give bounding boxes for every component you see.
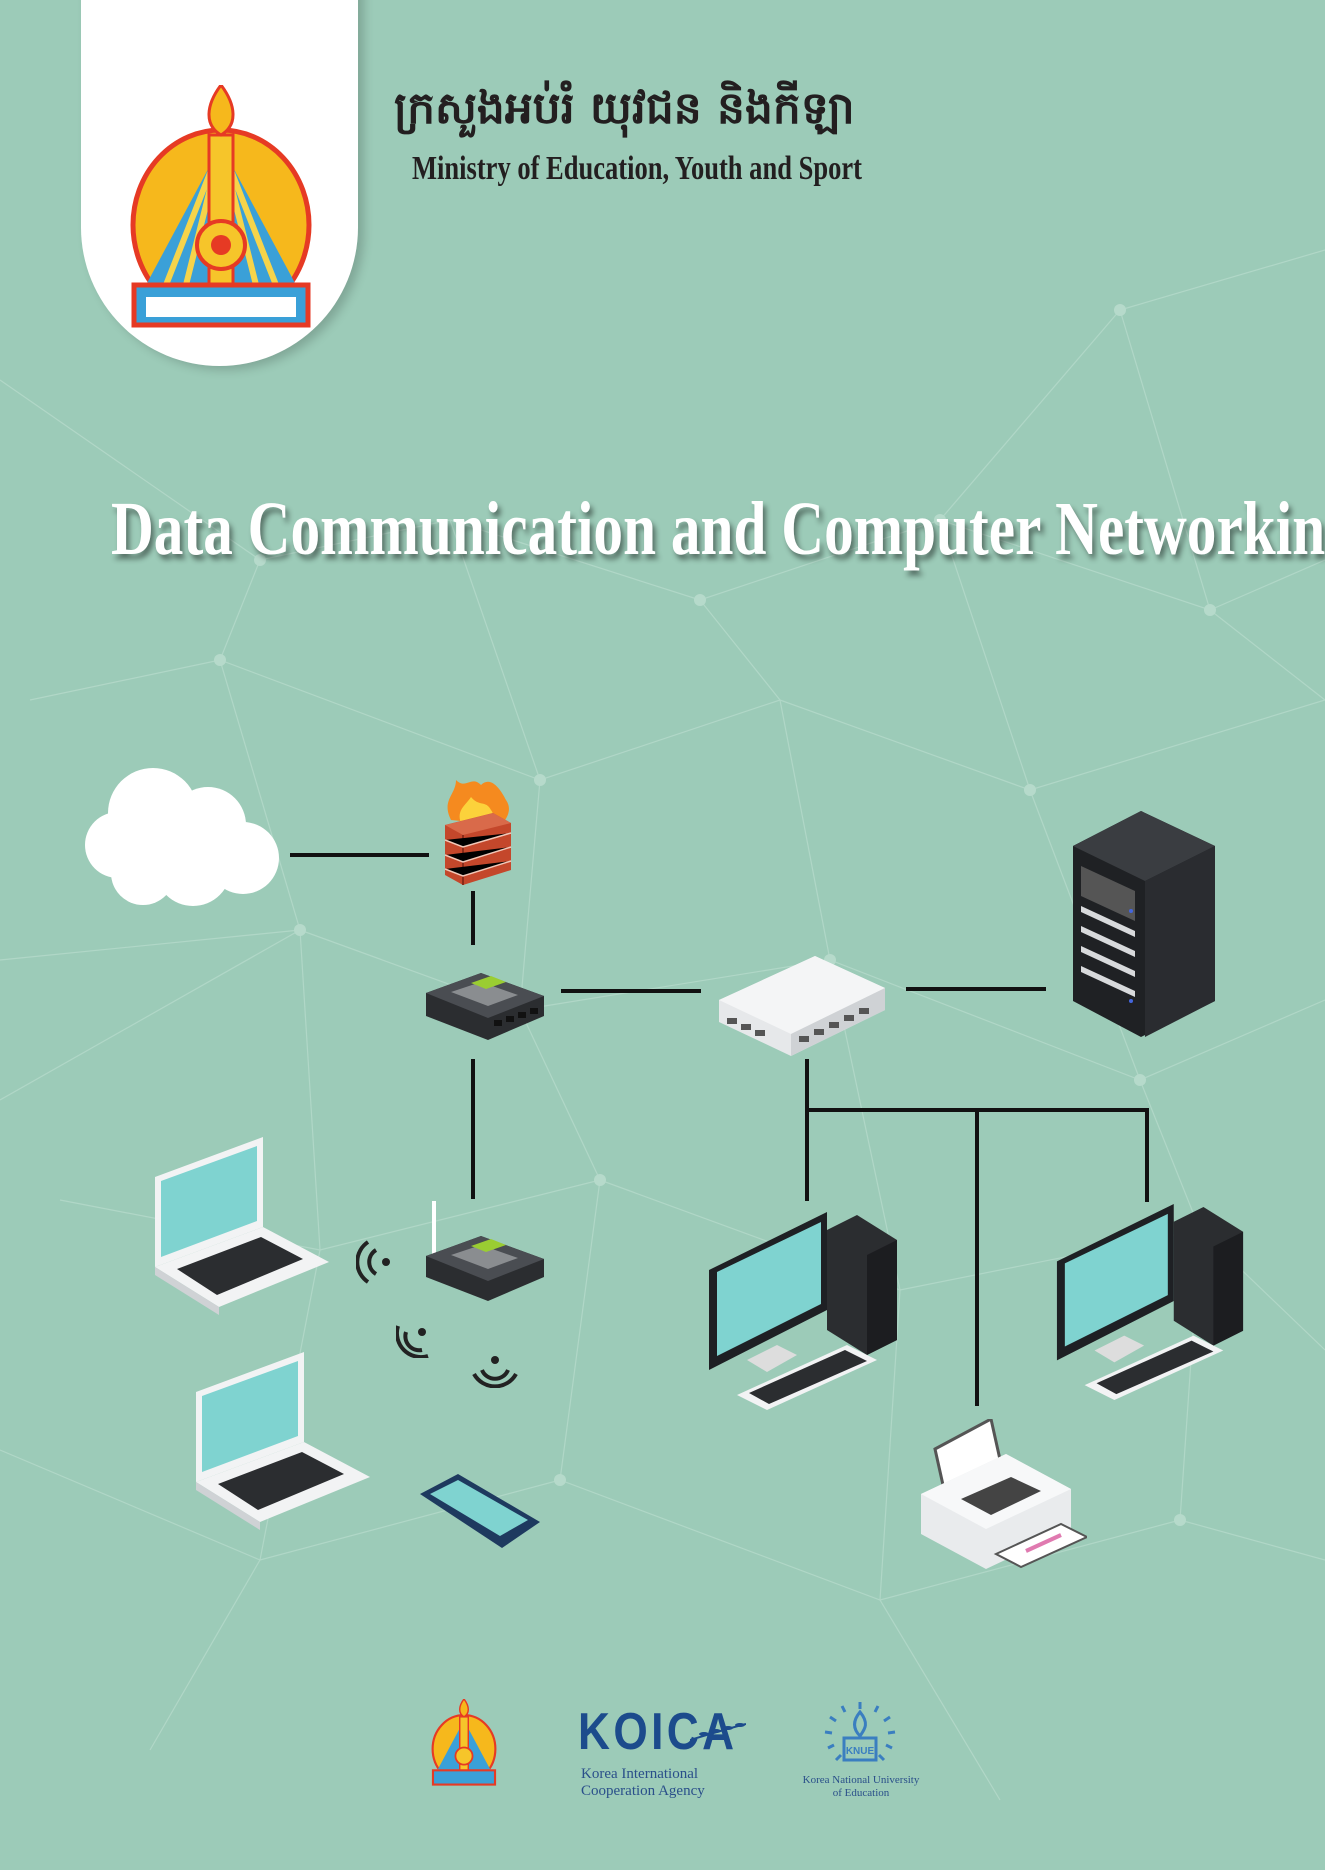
wifi-signal-icon xyxy=(472,1356,518,1388)
laptop-icon xyxy=(155,1137,329,1315)
ministry-name-english: Ministry of Education, Youth and Sport xyxy=(412,150,862,187)
link-router-switch xyxy=(561,989,701,993)
desktop-computer-icon xyxy=(1056,1203,1244,1401)
koica-logo-text: KOICA xyxy=(578,1703,738,1761)
server-rack-icon xyxy=(1073,811,1215,1037)
knue-line-2: of Education xyxy=(832,1787,890,1799)
firewall-icon xyxy=(444,780,512,885)
laptop-icon xyxy=(196,1352,370,1530)
koica-leaf-icon xyxy=(690,1723,746,1741)
cloud-icon xyxy=(85,768,279,906)
knue-badge-text: KNUE xyxy=(846,1746,875,1757)
desktop-computer-icon xyxy=(709,1212,897,1410)
printer-icon xyxy=(921,1419,1087,1569)
ministry-emblem-logo xyxy=(130,85,312,328)
knue-line-1: Korea National University xyxy=(802,1774,920,1786)
koica-full-name: Korea International Cooperation Agency xyxy=(581,1766,705,1800)
link-firewall-router xyxy=(471,891,475,945)
network-switch-icon xyxy=(719,956,885,1056)
book-title: Data Communication and Computer Networki… xyxy=(111,487,1325,571)
link-cloud-firewall xyxy=(290,853,429,857)
link-switch-pc1 xyxy=(805,1059,809,1201)
wifi-signal-icon xyxy=(396,1325,429,1358)
koica-line-2: Cooperation Agency xyxy=(581,1783,705,1799)
router-icon xyxy=(426,973,544,1040)
knue-logo: KNUE xyxy=(824,1702,896,1762)
link-pc2 xyxy=(1145,1108,1149,1202)
ministry-name-khmer: ក្រសួងអប់រំ យុវជន និងកីឡា xyxy=(394,83,855,134)
link-router-wireless xyxy=(471,1059,475,1199)
smartphone-icon xyxy=(420,1474,540,1548)
link-printer xyxy=(975,1108,979,1406)
wifi-signal-icon xyxy=(356,1240,390,1284)
koica-line-1: Korea International xyxy=(581,1766,699,1782)
link-switch-server xyxy=(906,987,1046,991)
ministry-emblem-small-logo xyxy=(431,1699,497,1786)
knue-full-name: Korea National University of Education xyxy=(790,1774,932,1800)
wireless-router-icon xyxy=(426,1201,544,1301)
